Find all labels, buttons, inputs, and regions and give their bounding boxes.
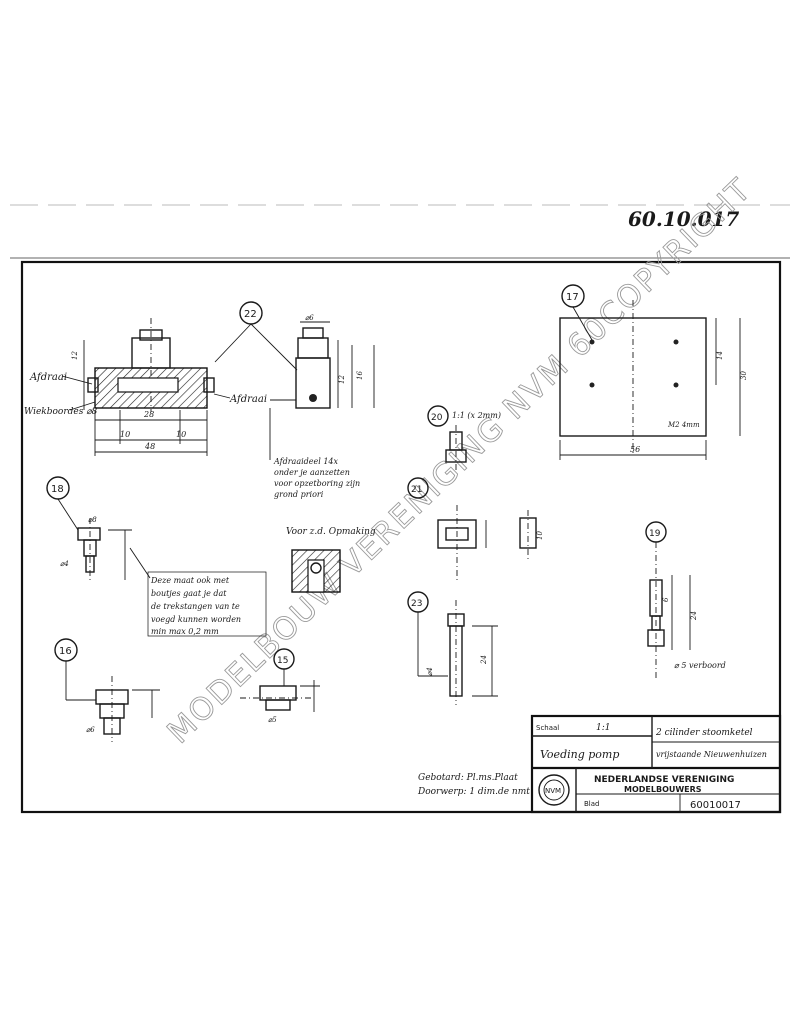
- svg-text:⌀4: ⌀4: [60, 560, 69, 568]
- svg-text:18: 18: [51, 484, 64, 495]
- section-view: Voor z.d. Opmaking: [286, 527, 376, 593]
- part-15-bush: 15 ⌀5: [240, 648, 320, 724]
- svg-text:6: 6: [662, 597, 670, 602]
- svg-text:19: 19: [649, 529, 661, 539]
- svg-text:voegd kunnen worden: voegd kunnen worden: [151, 615, 241, 624]
- nvm-logo-icon: [538, 774, 570, 806]
- svg-text:grond priori: grond priori: [274, 490, 324, 499]
- svg-text:Deze maat ook met: Deze maat ook met: [150, 576, 230, 585]
- scale-label: Schaal: [536, 724, 559, 732]
- drawing-number-handwritten: 60.10.017: [628, 207, 739, 231]
- drawing-subtitle-2: vrijstaande Nieuwenhuizen: [656, 750, 767, 759]
- part-17-plate: 17 56 14 30 M2 4mm: [559, 284, 748, 460]
- svg-text:48: 48: [144, 442, 155, 451]
- svg-text:NVM: NVM: [545, 787, 561, 795]
- svg-text:⌀6: ⌀6: [305, 314, 314, 322]
- part-24-block: 28 10 10 48 12 Afdraai Wiekboordes ⌀8 Af…: [24, 318, 267, 456]
- org-line-1: NEDERLANDSE VERENIGING: [594, 775, 734, 785]
- svg-text:min max 0,2 mm: min max 0,2 mm: [151, 627, 219, 636]
- title-block: Schaal 1:1 Voeding pomp 2 cilinder stoom…: [530, 714, 782, 814]
- svg-text:23: 23: [411, 599, 422, 609]
- scale-value: 1:1: [596, 723, 610, 733]
- svg-text:onder je aanzetten: onder je aanzetten: [274, 468, 350, 477]
- svg-text:⌀4: ⌀4: [426, 667, 434, 676]
- svg-text:⌀5: ⌀5: [268, 716, 277, 724]
- material-note: Gebotard: Pl.ms.Plaat Doorwerp: 1 dim.de…: [417, 773, 530, 797]
- svg-text:Afdraai: Afdraai: [29, 372, 67, 383]
- svg-text:10: 10: [120, 430, 130, 439]
- solder-note: Afdraaideel 14x: [273, 457, 339, 466]
- part-23-pin: 23 24 ⌀4: [407, 591, 498, 705]
- svg-text:1:1 (x 2mm): 1:1 (x 2mm): [452, 411, 501, 420]
- svg-text:de trekstangen van te: de trekstangen van te: [151, 602, 240, 611]
- svg-text:21: 21: [411, 485, 422, 495]
- svg-text:12: 12: [338, 375, 346, 384]
- drawing-border: [20, 260, 782, 814]
- part-18-pin: 18 ⌀8 ⌀4 Deze maat ook met boutjes gaat …: [46, 476, 267, 637]
- drawing-no-label: Blad: [584, 800, 599, 808]
- part-label-22: 22: [214, 301, 298, 371]
- svg-text:17: 17: [566, 292, 579, 303]
- svg-text:10: 10: [536, 531, 544, 540]
- svg-text:20: 20: [431, 413, 443, 423]
- svg-text:M2 4mm: M2 4mm: [667, 421, 700, 429]
- svg-text:14: 14: [716, 351, 724, 360]
- drawing-no: 60010017: [690, 800, 741, 811]
- svg-text:10: 10: [176, 430, 186, 439]
- svg-text:Afdraai: Afdraai: [229, 394, 267, 405]
- svg-text:⌀6: ⌀6: [86, 726, 95, 734]
- svg-text:12: 12: [71, 351, 79, 360]
- svg-text:Voor z.d. Opmaking: Voor z.d. Opmaking: [286, 527, 376, 537]
- drawing-subtitle-1: 2 cilinder stoomketel: [655, 728, 753, 738]
- svg-text:boutjes gaat je dat: boutjes gaat je dat: [151, 589, 227, 598]
- drawing-title: Voeding pomp: [540, 748, 619, 761]
- svg-text:Wiekboordes ⌀8: Wiekboordes ⌀8: [24, 407, 98, 417]
- svg-text:30: 30: [740, 371, 748, 380]
- svg-text:24: 24: [690, 611, 698, 621]
- svg-text:56: 56: [630, 445, 640, 454]
- part-20-small-plug: 20 1:1 (x 2mm): [427, 405, 501, 470]
- svg-text:⌀8: ⌀8: [88, 516, 97, 524]
- svg-text:voor opzetboring zijn: voor opzetboring zijn: [274, 479, 360, 488]
- org-line-2: MODELBOUWERS: [624, 785, 702, 794]
- svg-text:⌀ 5 verboord: ⌀ 5 verboord: [674, 661, 726, 670]
- svg-text:16: 16: [59, 646, 72, 657]
- svg-text:28: 28: [143, 410, 154, 419]
- part-19-pin: 19 6 24 ⌀ 5 verboord: [645, 521, 726, 680]
- svg-text:16: 16: [356, 371, 364, 380]
- part-21-square: 21 10: [407, 477, 544, 580]
- svg-text:Gebotard: Pl.ms.Plaat: Gebotard: Pl.ms.Plaat: [418, 773, 518, 783]
- svg-text:24: 24: [480, 655, 488, 665]
- part-22-plug: ⌀6 12 16 Afdraaideel 14x onder je aanzet…: [269, 314, 375, 499]
- svg-text:Doorwerp: 1 dim.de nmt: Doorwerp: 1 dim.de nmt: [417, 787, 530, 797]
- part-16-bush: 16 ⌀6: [54, 638, 160, 742]
- svg-text:15: 15: [277, 656, 288, 666]
- svg-text:22: 22: [244, 309, 257, 320]
